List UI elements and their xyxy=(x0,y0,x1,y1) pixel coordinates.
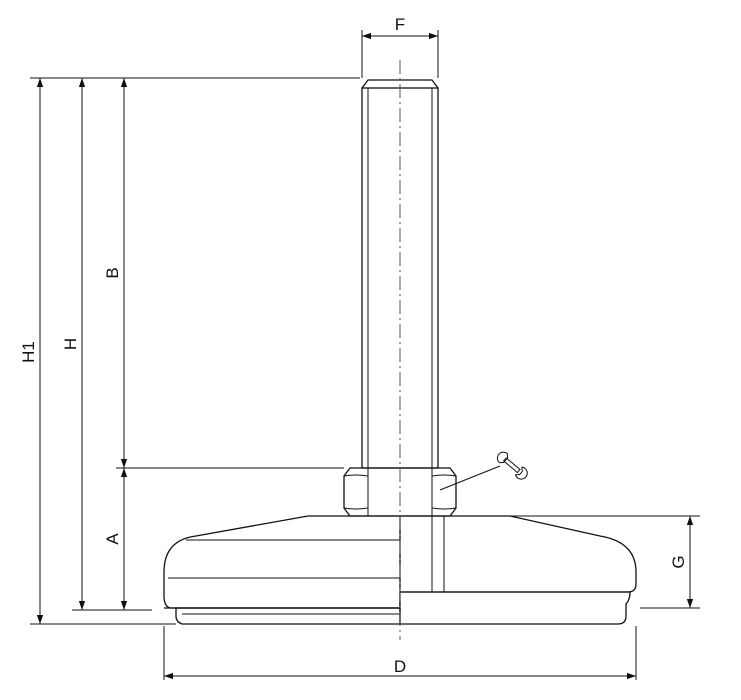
anti-slip-pad xyxy=(175,591,631,625)
label-F: F xyxy=(395,15,405,34)
label-H: H xyxy=(61,338,80,350)
base-exterior xyxy=(163,515,400,609)
extension-lines xyxy=(30,30,700,680)
wrench-icon xyxy=(439,451,528,491)
label-A: A xyxy=(103,533,122,545)
dimension-lines xyxy=(36,32,694,680)
label-G: G xyxy=(669,555,688,568)
label-D: D xyxy=(394,657,406,676)
base-section xyxy=(400,515,637,593)
label-H1: H1 xyxy=(19,341,38,363)
label-B: B xyxy=(103,267,122,278)
